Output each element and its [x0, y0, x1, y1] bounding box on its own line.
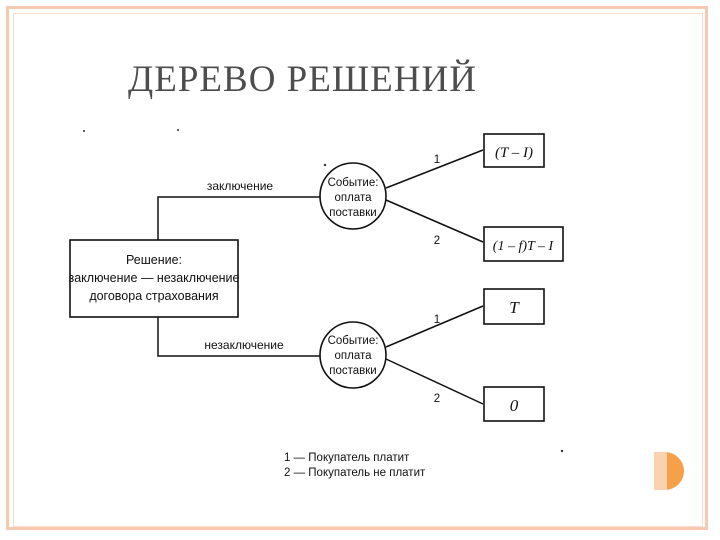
- outcome-line-2: [385, 199, 484, 243]
- branch-label-bottom: незаключение: [204, 338, 284, 352]
- event-top-label-2: оплата: [334, 192, 372, 204]
- outcome-value-2: (1 – f)T – I: [493, 239, 555, 254]
- branch-line-top: [157, 196, 320, 240]
- slide-title: ДЕРЕВО РЕШЕНИЙ: [128, 59, 477, 100]
- decision-label-1: Решение:: [126, 253, 182, 267]
- outcome-box-2: [483, 226, 564, 262]
- legend-item-1: 1 — Покупатель платит: [284, 452, 410, 464]
- scan-mark: [177, 129, 179, 131]
- event-bottom-label-1: Событие:: [328, 335, 379, 347]
- legend: 1 — Покупатель платит 2 — Покупатель не …: [284, 451, 425, 481]
- outcome-value-4: 0: [510, 396, 519, 415]
- branch-line-bottom: [157, 317, 320, 357]
- event-bottom-label-3: поставки: [329, 365, 376, 377]
- decision-box: [69, 239, 239, 318]
- scan-mark: [83, 130, 85, 132]
- outcome-line-1: [385, 149, 484, 189]
- branch-label-top: заключение: [207, 179, 274, 193]
- event-top-label-3: поставки: [329, 207, 376, 219]
- branch-number-2: 2: [434, 235, 440, 247]
- decision-label-3: договора страхования: [89, 289, 218, 303]
- event-bottom-label-2: оплата: [334, 350, 372, 362]
- branch-number-4: 2: [434, 393, 440, 405]
- slide-frame-outer: [6, 6, 708, 530]
- decision-label-2: заключение — незаключение: [68, 271, 239, 285]
- outcome-box-4: [483, 386, 545, 422]
- scan-mark: [323, 163, 327, 167]
- event-node-bottom: [319, 321, 387, 389]
- outcome-box-3: [483, 288, 545, 325]
- outcome-value-3: T: [509, 298, 520, 317]
- outcome-line-3: [385, 305, 484, 348]
- slide-frame-inner: [13, 13, 703, 527]
- corner-decoration-light: [654, 452, 667, 490]
- branch-number-1: 1: [434, 154, 440, 166]
- event-top-label-1: Событие:: [328, 177, 379, 189]
- legend-item-2: 2 — Покупатель не платит: [284, 467, 426, 479]
- event-node-top: [319, 162, 387, 230]
- outcome-line-4: [385, 358, 484, 405]
- outcome-value-1: (T – I): [495, 145, 533, 161]
- outcome-box-1: [483, 133, 545, 168]
- branch-number-3: 1: [434, 314, 440, 326]
- scan-mark: [560, 449, 564, 453]
